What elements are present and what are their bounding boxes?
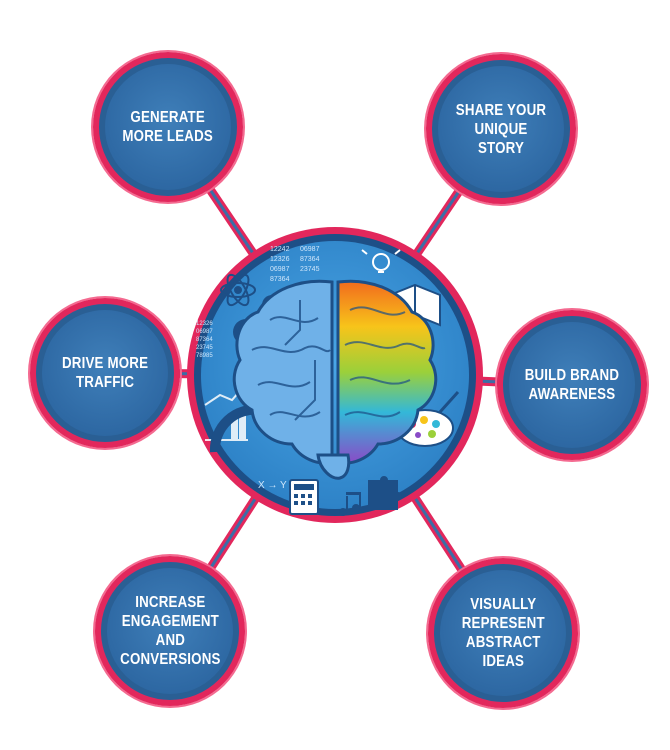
brain-stem xyxy=(316,453,351,480)
center-number: 87364 xyxy=(270,276,290,283)
node-label: SHARE YOUR UNIQUE STORY xyxy=(455,101,547,157)
node-visually-represent-ideas: VISUALLY REPRESENT ABSTRACT IDEAS xyxy=(428,558,578,708)
node-label: VISUALLY REPRESENT ABSTRACT IDEAS xyxy=(461,596,545,670)
center-number: 06987 xyxy=(300,246,320,253)
node-label: BUILD BRAND AWARENESS xyxy=(524,367,620,403)
center-number: 06987 xyxy=(196,329,213,335)
center-number-grid: 12242 06987 12326 87364 06987 23745 8736… xyxy=(270,246,320,283)
brain-left-hemisphere xyxy=(232,279,334,465)
node-generate-more-leads: GENERATE MORE LEADS xyxy=(93,52,243,202)
node-build-brand-awareness: BUILD BRAND AWARENESS xyxy=(497,310,647,460)
left-number-grid: 12326 06987 87364 23745 78985 xyxy=(196,321,213,359)
atom-icon xyxy=(220,273,256,307)
node-share-your-unique-story: SHARE YOUR UNIQUE STORY xyxy=(426,54,576,204)
puzzle-icon xyxy=(368,476,402,510)
center-number: 87364 xyxy=(196,337,213,343)
node-label: GENERATE MORE LEADS xyxy=(122,109,214,145)
center-number: 23745 xyxy=(196,345,213,351)
center-hub xyxy=(187,227,483,523)
center-number: 78985 xyxy=(196,353,213,359)
calculator-icon xyxy=(289,479,319,515)
center-number: 87364 xyxy=(300,256,320,263)
center-number: 12242 xyxy=(270,246,290,253)
node-drive-more-traffic: DRIVE MORE TRAFFIC xyxy=(30,298,180,448)
axis-label: X → Y xyxy=(258,480,287,491)
node-increase-engagement: INCREASE ENGAGEMENT AND CONVERSIONS xyxy=(95,556,245,706)
music-note-icon xyxy=(339,492,361,516)
brain-right-hemisphere xyxy=(336,279,438,465)
node-label: DRIVE MORE TRAFFIC xyxy=(61,355,149,391)
lightbulb-icon xyxy=(361,249,401,273)
center-number: 12326 xyxy=(196,321,213,327)
node-label: INCREASE ENGAGEMENT AND CONVERSIONS xyxy=(119,594,221,668)
center-number: 06987 xyxy=(270,266,290,273)
center-number: 12326 xyxy=(270,256,290,263)
center-number: 23745 xyxy=(300,266,320,273)
